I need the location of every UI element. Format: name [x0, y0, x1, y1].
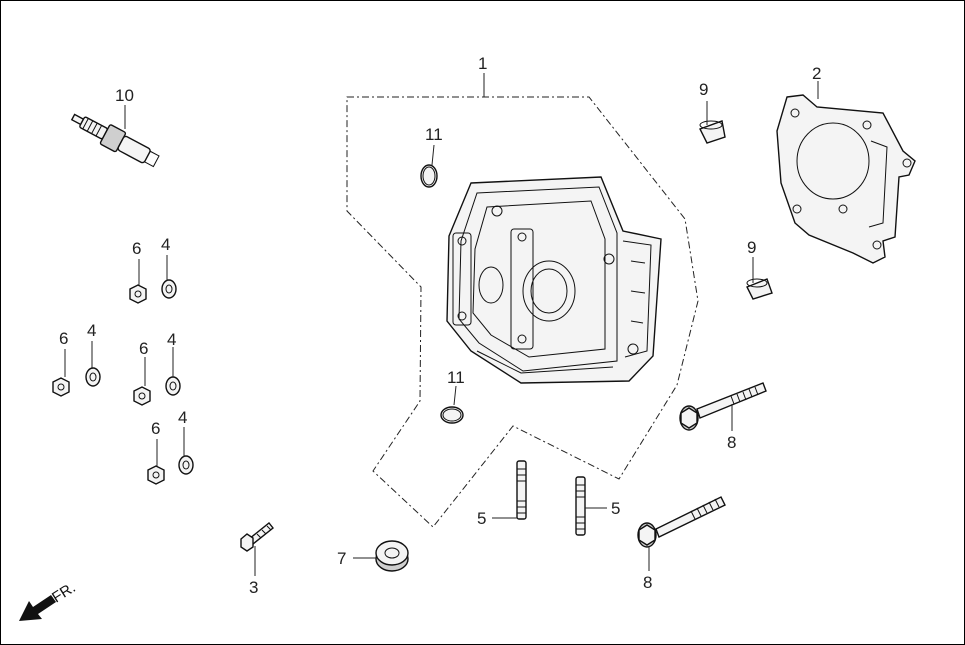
cylinder-head	[446, 176, 662, 384]
callout-4-d: 4	[178, 408, 187, 427]
nut-6-b	[52, 377, 70, 397]
callout-10: 10	[115, 86, 134, 105]
o-ring-11-bottom	[440, 406, 464, 424]
callout-8-upper: 8	[727, 433, 736, 452]
cylinder-gasket	[776, 94, 916, 264]
dowel-pin-9-top	[699, 120, 726, 144]
flange-bolt-8-lower	[637, 496, 726, 548]
callout-6-c: 6	[139, 339, 148, 358]
callout-6-b: 6	[59, 329, 68, 348]
callout-6-d: 6	[151, 419, 160, 438]
callout-11-top: 11	[425, 125, 443, 144]
front-direction-arrow-icon	[19, 595, 56, 621]
callout-2: 2	[812, 64, 821, 83]
nut-6-a	[129, 284, 147, 304]
callout-9-top: 9	[699, 80, 708, 99]
nut-6-d	[147, 465, 165, 485]
callout-4-b: 4	[87, 321, 96, 340]
callout-1: 1	[478, 54, 487, 73]
callout-4-a: 4	[161, 235, 170, 254]
callout-3: 3	[249, 578, 258, 597]
bolt-3	[240, 522, 274, 552]
callout-4-c: 4	[167, 330, 176, 349]
washer-4-c	[165, 376, 181, 396]
dowel-pin-9-right	[746, 278, 773, 300]
nut-6-c	[133, 386, 151, 406]
o-ring-11-top	[420, 164, 438, 188]
leader-lines	[64, 73, 819, 576]
flange-bolt-8-upper	[679, 382, 767, 431]
washer-4-a	[161, 279, 177, 299]
spark-plug	[70, 113, 160, 168]
callout-5-right: 5	[611, 499, 620, 518]
callout-5-left: 5	[477, 509, 486, 528]
callout-9-right: 9	[747, 238, 756, 257]
callout-11-bottom: 11	[447, 368, 465, 387]
stud-5-left	[516, 460, 527, 520]
washer-4-d	[178, 455, 194, 475]
callout-7: 7	[337, 549, 346, 568]
assembly-outline-1	[346, 96, 699, 528]
callout-6-a: 6	[132, 239, 141, 258]
callout-8-lower: 8	[643, 573, 652, 592]
cap-7	[375, 540, 409, 572]
washer-4-b	[85, 367, 101, 387]
stud-5-right	[575, 476, 586, 536]
